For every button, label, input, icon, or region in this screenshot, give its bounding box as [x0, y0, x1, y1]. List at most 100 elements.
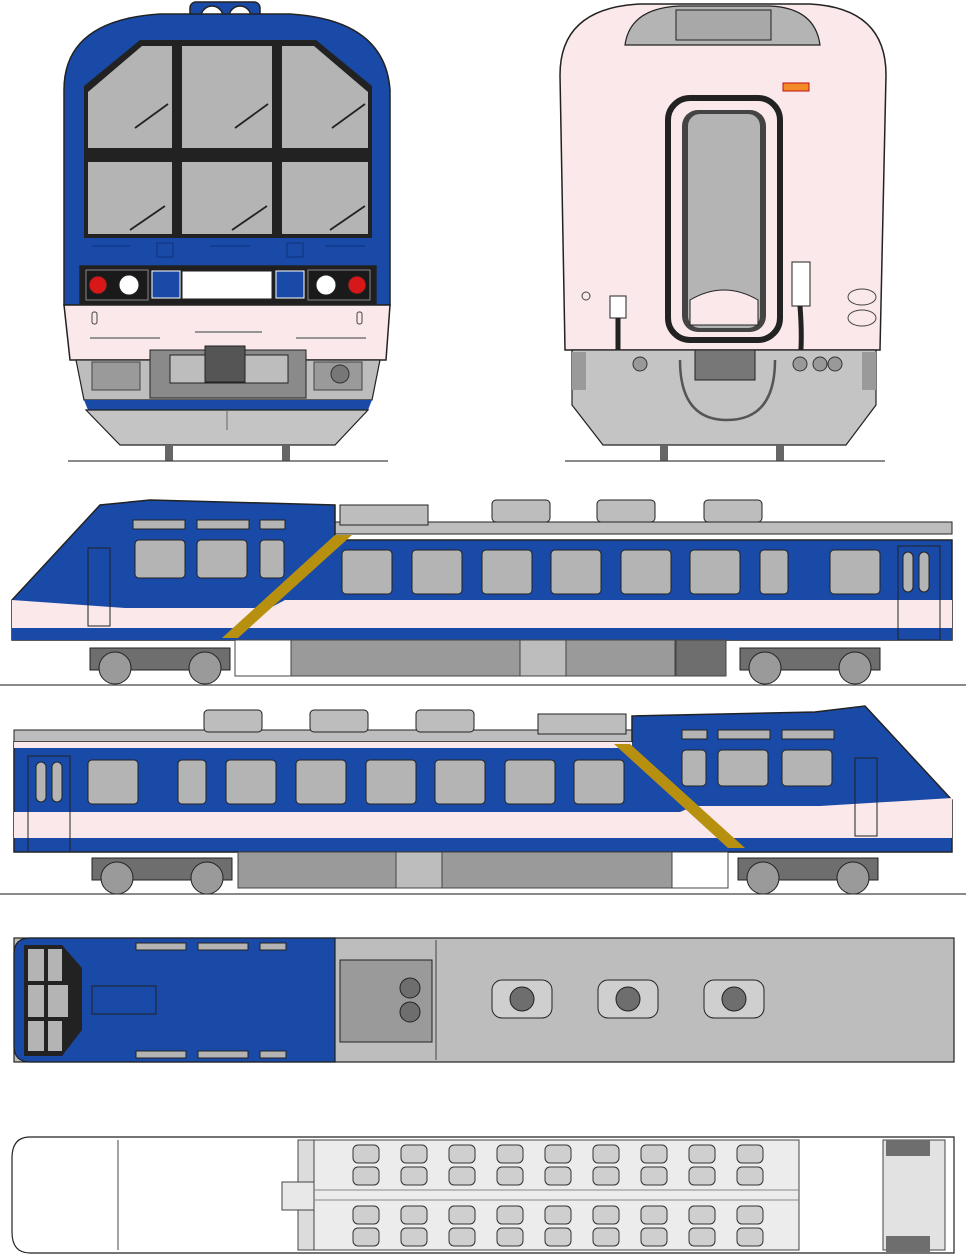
wiper	[129, 205, 166, 231]
fan-icon	[615, 986, 641, 1012]
window	[132, 519, 186, 530]
window	[197, 942, 249, 951]
rear-sign-lamp	[782, 82, 810, 92]
seat	[400, 1205, 428, 1225]
underfloor-equipment	[237, 851, 679, 889]
side-door	[897, 545, 941, 641]
rear-lower-skirt	[571, 349, 877, 446]
seat	[496, 1166, 524, 1186]
window	[504, 759, 556, 805]
window	[196, 539, 248, 579]
seat	[448, 1144, 476, 1164]
tail-light-right-icon	[347, 275, 367, 295]
windshield-pane	[88, 162, 172, 234]
windshield-panes	[88, 46, 368, 234]
window	[28, 949, 44, 981]
front-marker-left	[156, 242, 174, 258]
window	[135, 1050, 187, 1059]
side-view-right	[0, 705, 966, 895]
window	[48, 1021, 62, 1051]
seat	[496, 1144, 524, 1164]
seat	[352, 1227, 380, 1247]
side-door	[27, 755, 71, 853]
window	[717, 729, 771, 740]
window	[225, 759, 277, 805]
seat	[592, 1205, 620, 1225]
bogie-left	[91, 857, 233, 895]
rear-socket-left	[609, 295, 627, 319]
window	[295, 759, 347, 805]
rear-socket-right	[791, 261, 811, 307]
seat	[544, 1205, 572, 1225]
roof-ac-unit	[203, 709, 263, 733]
wiper	[134, 103, 169, 129]
side-gold-stripe	[222, 535, 352, 638]
wiper	[331, 103, 366, 129]
window	[259, 539, 285, 579]
window	[341, 549, 393, 595]
window	[689, 549, 741, 595]
fan-icon	[509, 986, 535, 1012]
seat	[688, 1166, 716, 1186]
window	[411, 549, 463, 595]
wheel-icon	[98, 651, 132, 685]
seat	[736, 1144, 764, 1164]
roof-fan-units	[491, 979, 765, 1019]
seat	[448, 1227, 476, 1247]
seat	[544, 1227, 572, 1247]
roof-edge-windows	[135, 942, 287, 1059]
seat	[688, 1144, 716, 1164]
window	[781, 749, 833, 787]
wheel-icon	[190, 861, 224, 895]
window	[259, 519, 286, 530]
cab-door	[87, 547, 111, 627]
front-marker-right	[286, 242, 304, 258]
bogie-right	[739, 647, 881, 685]
roof-ac-unit	[491, 499, 551, 523]
seat	[448, 1166, 476, 1186]
seat	[592, 1144, 620, 1164]
wheel-icon	[746, 861, 780, 895]
window	[177, 759, 207, 805]
headlight-left-icon	[118, 274, 140, 296]
window	[759, 549, 789, 595]
floor-plan	[11, 1136, 955, 1254]
window	[573, 759, 625, 805]
window	[134, 539, 186, 579]
fan-icon	[721, 986, 747, 1012]
window	[48, 949, 62, 981]
window	[87, 759, 139, 805]
seat	[592, 1227, 620, 1247]
wiper	[231, 205, 268, 231]
seat	[736, 1205, 764, 1225]
window	[197, 1050, 249, 1059]
seat	[400, 1144, 428, 1164]
window	[196, 519, 250, 530]
window	[135, 942, 187, 951]
wheel-icon	[838, 651, 872, 685]
seat	[352, 1144, 380, 1164]
seat	[400, 1166, 428, 1186]
window	[365, 759, 417, 805]
window	[829, 549, 881, 595]
window	[48, 985, 68, 1017]
roof-ac-unit	[415, 709, 475, 733]
roof-ac-units	[203, 709, 475, 733]
roof-ac-unit	[596, 499, 656, 523]
roof-ac-unit	[309, 709, 369, 733]
cab-side-windows	[87, 539, 285, 627]
roof-windshield-panes	[28, 949, 68, 1051]
upper-windows	[132, 519, 286, 530]
window	[681, 749, 707, 787]
seat	[640, 1227, 668, 1247]
seat	[496, 1227, 524, 1247]
wheel-icon	[188, 651, 222, 685]
seat	[352, 1166, 380, 1186]
seat	[640, 1205, 668, 1225]
window	[259, 1050, 287, 1059]
window	[28, 1021, 44, 1051]
seat	[496, 1205, 524, 1225]
wheel-icon	[836, 861, 870, 895]
seat	[544, 1144, 572, 1164]
